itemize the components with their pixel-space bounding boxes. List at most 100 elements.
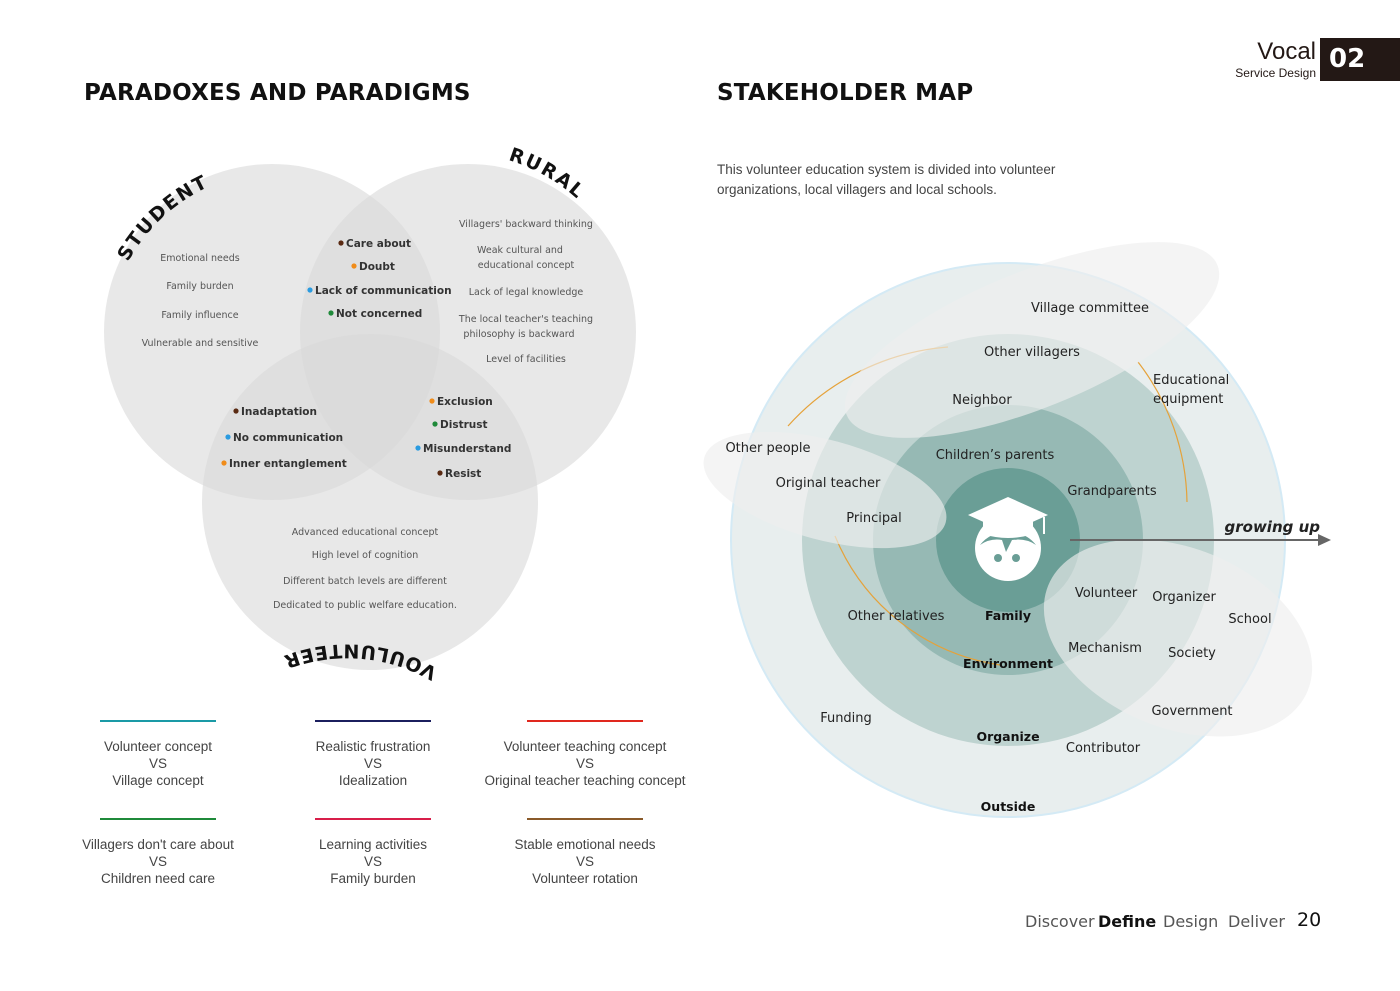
pair-color-bar: [527, 818, 643, 820]
rural-item: educational concept: [478, 260, 575, 271]
rural-item: Level of facilities: [486, 354, 566, 365]
growing-label: growing up: [1225, 518, 1321, 536]
paradoxes-title: PARADOXES AND PARADIGMS: [84, 80, 471, 106]
stakeholder-original-teacher: Original teacher: [776, 476, 881, 491]
pair-concept: Stable emotional needs: [514, 837, 656, 852]
stakeholder-mechanism: Mechanism: [1068, 641, 1142, 656]
bullet-dot-icon: [415, 445, 421, 451]
nav-deliver[interactable]: Deliver: [1228, 912, 1285, 931]
rural-item: Weak cultural and: [477, 245, 563, 256]
pair-color-bar: [100, 818, 216, 820]
pair-concept: Villagers don't care about: [82, 837, 234, 852]
student-item: Family burden: [166, 281, 233, 292]
pair-concept: Family burden: [330, 871, 416, 886]
pair-concept: Learning activities: [318, 837, 428, 852]
pair-vs: VS: [575, 756, 594, 771]
bullet-dot-icon: [328, 310, 334, 316]
rural-item: Villagers' backward thinking: [459, 219, 593, 230]
bullet-dot-icon: [233, 408, 239, 414]
stakeholder-funding: Funding: [820, 711, 872, 726]
stakeholder-organizer: Organizer: [1152, 590, 1216, 605]
student-item: Family influence: [161, 310, 238, 321]
page-number: 20: [1297, 909, 1322, 931]
stakeholder-society: Society: [1168, 646, 1216, 661]
stakeholder-childrens-parents: Children’s parents: [936, 448, 1055, 463]
pair-concept: Idealization: [338, 773, 408, 788]
brand-title: Vocal: [1257, 38, 1316, 65]
bullet-dot-icon: [338, 240, 344, 246]
ring-label-environment: Environment: [963, 656, 1053, 671]
pair-concept: Volunteer teaching concept: [503, 739, 667, 754]
stakeholder-map: growing up Village committee Other villa…: [703, 242, 1331, 818]
rural-item: Lack of legal knowledge: [469, 287, 584, 298]
stakeholder-other-people: Other people: [725, 441, 810, 456]
pair-color-bar: [315, 720, 431, 722]
stakeholder-school: School: [1228, 612, 1271, 627]
bullet-dot-icon: [437, 470, 443, 476]
stakeholder-educational-equipment: equipment: [1153, 392, 1223, 407]
overlap-item: Inner entanglement: [229, 458, 347, 470]
student-item: Vulnerable and sensitive: [142, 338, 259, 349]
volunteer-item: Advanced educational concept: [292, 527, 439, 538]
volunteer-circle: [202, 334, 538, 670]
pair-concept: Village concept: [112, 773, 204, 788]
stakeholder-government: Government: [1151, 704, 1232, 719]
pair-concept: Original teacher teaching concept: [484, 773, 686, 788]
overlap-item: Lack of communication: [315, 285, 452, 297]
bullet-dot-icon: [225, 434, 231, 440]
stakeholder-title: STAKEHOLDER MAP: [717, 80, 974, 106]
pair-color-bar: [100, 720, 216, 722]
nav-discover[interactable]: Discover: [1025, 912, 1095, 931]
overlap-item: Resist: [445, 468, 481, 480]
orbit-arc: [834, 535, 1001, 666]
arrow-head-icon: [1318, 534, 1331, 546]
rural-item: The local teacher's teaching: [458, 314, 593, 325]
stakeholder-contributor: Contributor: [1066, 741, 1141, 756]
pair-concept: Realistic frustration: [315, 739, 431, 754]
stakeholder-grandparents: Grandparents: [1067, 484, 1156, 499]
stakeholder-other-villagers: Other villagers: [984, 345, 1080, 360]
pair-concept: Volunteer concept: [103, 739, 213, 754]
overlap-item: Not concerned: [336, 308, 422, 320]
overlap-item: No communication: [233, 432, 343, 444]
volunteer-item: Dedicated to public welfare education.: [273, 600, 457, 611]
bullet-dot-icon: [221, 460, 227, 466]
school-ellipse-left: [703, 431, 947, 549]
stakeholder-neighbor: Neighbor: [952, 393, 1012, 408]
stakeholder-educational-equipment: Educational: [1153, 373, 1229, 388]
student-graduate-icon: [968, 497, 1048, 581]
volunteer-item: High level of cognition: [312, 550, 419, 561]
overlap-item: Care about: [346, 238, 411, 250]
venn-diagram: STUDENT RURAL VOULUNTEER Emotional needs…: [104, 144, 636, 684]
ring-label-family: Family: [985, 608, 1031, 623]
bullet-dot-icon: [432, 421, 438, 427]
overlap-item: Exclusion: [437, 396, 493, 408]
stakeholder-description: This volunteer education system is divid…: [717, 162, 1056, 197]
pair-concept: Volunteer rotation: [532, 871, 638, 886]
pair-vs: VS: [363, 854, 382, 869]
rural-item: philosophy is backward: [463, 329, 574, 340]
pair-color-bar: [527, 720, 643, 722]
nav-define[interactable]: Define: [1098, 912, 1157, 931]
stakeholder-other-relatives: Other relatives: [848, 609, 945, 624]
stakeholder-village-committee: Village committee: [1031, 301, 1149, 316]
overlap-item: Misunderstand: [423, 443, 511, 455]
bullet-dot-icon: [351, 263, 357, 269]
ring-label-outside: Outside: [981, 799, 1036, 814]
orbit-arc: [1137, 361, 1188, 503]
stakeholder-volunteer: Volunteer: [1075, 586, 1138, 601]
overlap-item: Inadaptation: [241, 406, 317, 418]
overlap-item: Doubt: [359, 261, 395, 273]
chapter-badge: 02: [1320, 38, 1400, 81]
nav-design[interactable]: Design: [1163, 912, 1219, 931]
pair-vs: VS: [575, 854, 594, 869]
pair-vs: VS: [363, 756, 382, 771]
volunteer-item: Different batch levels are different: [283, 576, 447, 587]
school-ellipse-right: [1043, 539, 1313, 737]
bullet-dot-icon: [429, 398, 435, 404]
pair-vs: VS: [148, 756, 167, 771]
